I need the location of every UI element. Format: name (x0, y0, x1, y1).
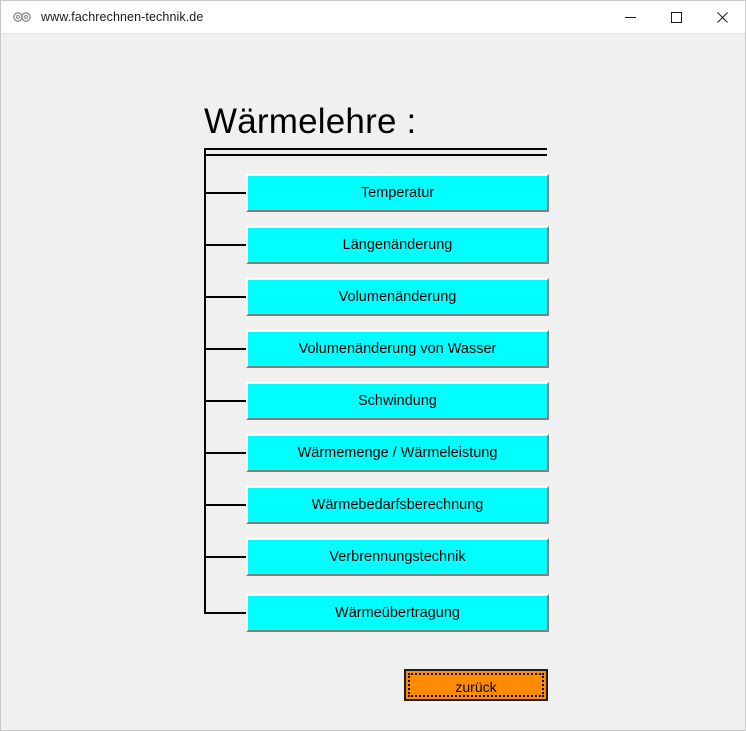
client-area: Wärmelehre : Temperatur Längenänderung V… (1, 34, 745, 730)
menu-button-verbrennungstechnik[interactable]: Verbrennungstechnik (246, 538, 549, 576)
heading-rule-upper (204, 148, 547, 150)
page-title: Wärmelehre : (204, 102, 417, 141)
menu-row: Schwindung (204, 382, 549, 420)
menu-button-waermemenge-waermeleistung[interactable]: Wärmemenge / Wärmeleistung (246, 434, 549, 472)
menu-button-waermeuebertragung[interactable]: Wärmeübertragung (246, 594, 549, 632)
close-icon[interactable] (699, 1, 745, 33)
tree-branch-line (204, 400, 248, 402)
tree-branch-line (204, 192, 248, 194)
menu-row: Wärmemenge / Wärmeleistung (204, 434, 549, 472)
tree-trunk-line (204, 148, 206, 614)
window-title: www.fachrechnen-technik.de (41, 10, 204, 24)
title-bar: www.fachrechnen-technik.de (1, 1, 745, 34)
back-button-label: zurück (408, 673, 544, 697)
menu-row: Längenänderung (204, 226, 549, 264)
tree-branch-line (204, 296, 248, 298)
menu-row: Volumenänderung von Wasser (204, 330, 549, 368)
menu-row: Wärmebedarfsberechnung (204, 486, 549, 524)
menu-button-volumenaenderung-von-wasser[interactable]: Volumenänderung von Wasser (246, 330, 549, 368)
menu-row: Verbrennungstechnik (204, 538, 549, 576)
menu-list: Temperatur Längenänderung Volumenänderun… (1, 34, 745, 730)
back-button[interactable]: zurück (404, 669, 548, 701)
app-circles-icon (7, 1, 37, 33)
maximize-icon[interactable] (653, 1, 699, 33)
tree-branch-line (204, 452, 248, 454)
heading-rule-lower (204, 154, 547, 156)
menu-button-waermebedarfsberechnung[interactable]: Wärmebedarfsberechnung (246, 486, 549, 524)
tree-branch-line (204, 612, 248, 614)
menu-button-volumenaenderung[interactable]: Volumenänderung (246, 278, 549, 316)
menu-row: Wärmeübertragung (204, 594, 549, 632)
menu-row: Temperatur (204, 174, 549, 212)
menu-button-laengenaenderung[interactable]: Längenänderung (246, 226, 549, 264)
menu-row: Volumenänderung (204, 278, 549, 316)
tree-branch-line (204, 504, 248, 506)
window-controls (607, 1, 745, 33)
tree-branch-line (204, 556, 248, 558)
menu-button-temperatur[interactable]: Temperatur (246, 174, 549, 212)
minimize-icon[interactable] (607, 1, 653, 33)
tree-branch-line (204, 348, 248, 350)
tree-branch-line (204, 244, 248, 246)
menu-button-schwindung[interactable]: Schwindung (246, 382, 549, 420)
